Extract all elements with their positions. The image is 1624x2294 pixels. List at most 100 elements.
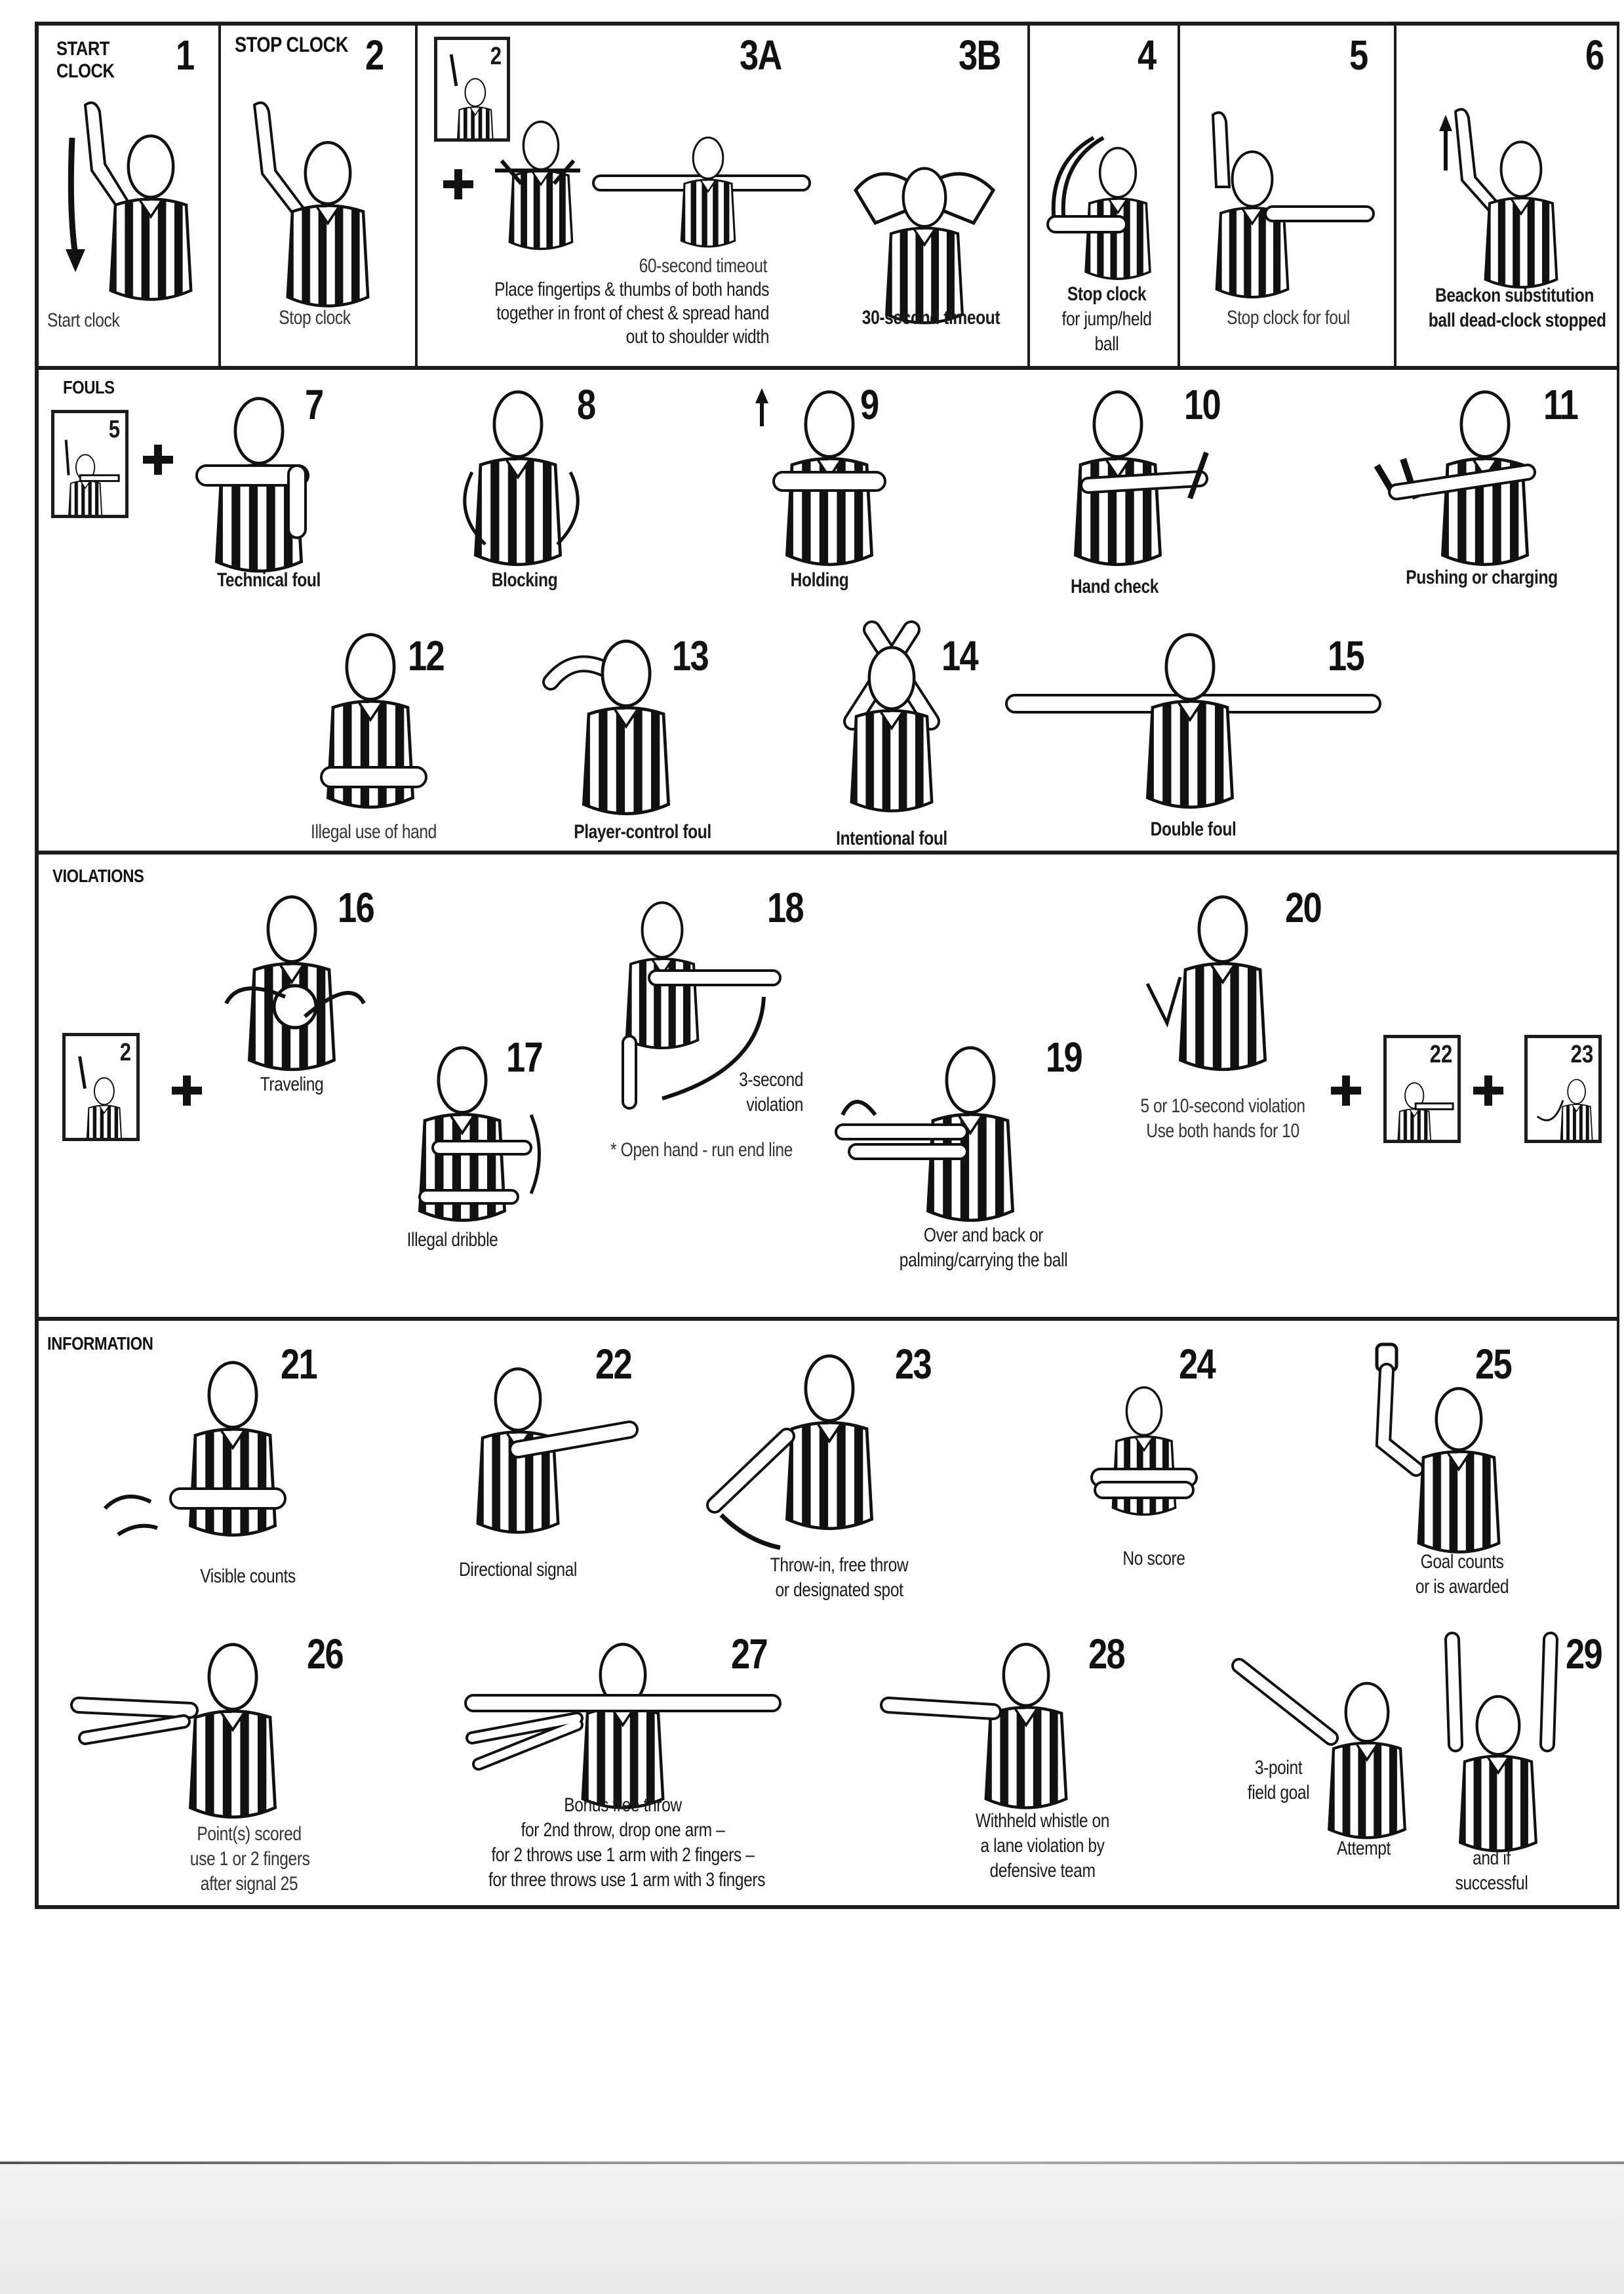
over-and-back-figure <box>823 1043 1039 1233</box>
signal-number-26: 26 <box>307 1630 344 1678</box>
stop-clock-header: STOP CLOCK <box>235 33 349 56</box>
signal-number-5: 5 <box>1349 31 1368 79</box>
mini-referee-icon <box>449 54 494 138</box>
signal-number-27: 27 <box>731 1630 768 1678</box>
signal-number-9: 9 <box>860 381 879 428</box>
three-second-caption-line: violation <box>746 1094 803 1116</box>
divider-violations-information <box>35 1317 1619 1321</box>
thumbnail-number: 5 <box>108 416 120 443</box>
five-ten-caption-line: Use both hands for 10 <box>1146 1120 1299 1142</box>
signal-number-3b: 3B <box>959 31 1001 79</box>
substitution-caption-line: ball dead-clock stopped <box>1428 310 1606 331</box>
goal-counts-figure <box>1364 1338 1528 1541</box>
timeout-30-figure <box>842 151 1006 308</box>
technical-foul-caption: Technical foul <box>217 569 321 591</box>
goal-counts-caption-line: or is awarded <box>1415 1576 1509 1598</box>
three-point-side-label-line: 3-point <box>1254 1757 1303 1779</box>
over-and-back-caption-line: Over and back or <box>923 1224 1044 1246</box>
prefix-signal-2-thumbnail: 2 <box>62 1033 140 1141</box>
signal-number-2: 2 <box>365 31 384 79</box>
double-arrow-icon <box>841 1100 877 1116</box>
stop-clock-figure <box>243 98 387 308</box>
signal-number-23: 23 <box>895 1340 932 1388</box>
five-ten-second-figure <box>1134 892 1292 1069</box>
start-clock-header: START CLOCK <box>56 38 115 83</box>
jump-ball-figure <box>1041 125 1172 281</box>
hand-check-caption: Hand check <box>1071 576 1159 597</box>
divider-col-4 <box>1178 22 1180 370</box>
thumbnail-number: 22 <box>1429 1041 1452 1068</box>
signal-number-25: 25 <box>1475 1340 1513 1388</box>
directional-signal-caption: Directional signal <box>459 1559 577 1580</box>
jump-ball-caption-line: ball <box>1094 333 1119 355</box>
mini-referee-icon <box>78 1056 123 1138</box>
double-foul-caption: Double foul <box>1150 818 1237 840</box>
illegal-use-of-hand-caption: Illegal use of hand <box>311 821 437 843</box>
signals-chart-frame <box>35 22 1619 1909</box>
timeout-30-caption: 30-second timeout <box>862 307 1000 329</box>
mini-referee-icon <box>64 439 120 515</box>
timeout-hands-together-figure <box>482 118 593 251</box>
plus-icon <box>1473 1076 1503 1106</box>
signal-number-4: 4 <box>1138 31 1157 79</box>
timeout-60-title: 60-second timeout <box>639 255 768 277</box>
visible-counts-caption: Visible counts <box>200 1565 296 1587</box>
foul-stop-figure <box>1200 108 1377 292</box>
signal-number-3a: 3A <box>740 31 782 79</box>
violations-section-label: VIOLATIONS <box>52 866 144 886</box>
prefix-signal-5-thumbnail: 5 <box>51 410 129 518</box>
points-scored-caption-line: after signal 25 <box>200 1873 298 1895</box>
signal-number-29: 29 <box>1566 1630 1603 1678</box>
signal-number-14: 14 <box>941 632 979 679</box>
three-point-attempt-label: Attempt <box>1337 1838 1391 1859</box>
throw-in-caption-line: Throw-in, free throw <box>770 1554 909 1576</box>
plus-icon <box>143 445 173 475</box>
start-clock-header-line1: START <box>56 38 109 60</box>
double-foul-figure <box>1003 630 1383 820</box>
three-point-success-label-line: successful <box>1455 1872 1528 1894</box>
signal-number-21: 21 <box>281 1340 318 1388</box>
points-scored-caption-line: Point(s) scored <box>197 1823 302 1845</box>
bonus-free-throw-caption-line: for three throws use 1 arm with 3 finger… <box>488 1869 766 1891</box>
withheld-whistle-caption-line: a lane violation by <box>980 1835 1105 1857</box>
pushing-charging-caption: Pushing or charging <box>1406 567 1558 588</box>
visible-counts-figure <box>98 1358 308 1554</box>
bonus-free-throw-figure <box>459 1640 787 1810</box>
bonus-free-throw-caption-line: for 2 throws use 1 arm with 2 fingers – <box>491 1844 755 1866</box>
signal-number-20: 20 <box>1285 884 1322 931</box>
foul-stop-caption: Stop clock for foul <box>1227 307 1350 329</box>
signal-number-13: 13 <box>672 632 709 679</box>
timeout-60-instruction-line: Place fingertips & thumbs of both hands <box>494 279 769 300</box>
three-point-successful-figure <box>1436 1632 1567 1836</box>
stop-clock-caption: Stop clock <box>279 307 351 329</box>
thumbnail-number: 2 <box>490 43 502 70</box>
start-clock-figure <box>59 92 210 308</box>
signal-number-18: 18 <box>767 884 804 931</box>
three-second-violation-figure <box>610 898 787 1121</box>
signal-number-22: 22 <box>595 1340 633 1388</box>
signal-number-8: 8 <box>577 381 596 428</box>
three-point-side-label-line: field goal <box>1247 1782 1310 1803</box>
jump-ball-caption-line: for jump/held <box>1061 308 1152 330</box>
no-score-caption: No score <box>1122 1548 1185 1569</box>
information-section-label: INFORMATION <box>47 1333 153 1354</box>
start-clock-header-line2: CLOCK <box>56 60 115 82</box>
illegal-use-of-hand-figure <box>308 630 439 820</box>
withheld-whistle-figure <box>880 1640 1098 1810</box>
signal-number-11: 11 <box>1543 381 1579 428</box>
suffix-signal-22-thumbnail: 22 <box>1383 1035 1461 1143</box>
player-control-foul-figure <box>538 630 702 820</box>
three-second-caption-line: 3-second <box>739 1069 803 1091</box>
jump-ball-caption-line: Stop clock <box>1067 283 1147 305</box>
open-hand-note: * Open hand - run end line <box>610 1139 793 1161</box>
bonus-free-throw-caption-line: Bonus free throw <box>564 1794 682 1816</box>
traveling-figure <box>213 892 377 1069</box>
signal-number-12: 12 <box>408 632 445 679</box>
bonus-free-throw-caption-line: for 2nd throw, drop one arm – <box>521 1819 725 1841</box>
points-scored-caption-line: use 1 or 2 fingers <box>189 1848 310 1870</box>
withheld-whistle-caption-line: Withheld whistle on <box>975 1810 1110 1832</box>
curved-arrow-icon <box>719 1513 781 1550</box>
signal-number-24: 24 <box>1179 1340 1216 1388</box>
divider-col-5 <box>1394 22 1396 370</box>
plus-icon <box>172 1076 202 1106</box>
